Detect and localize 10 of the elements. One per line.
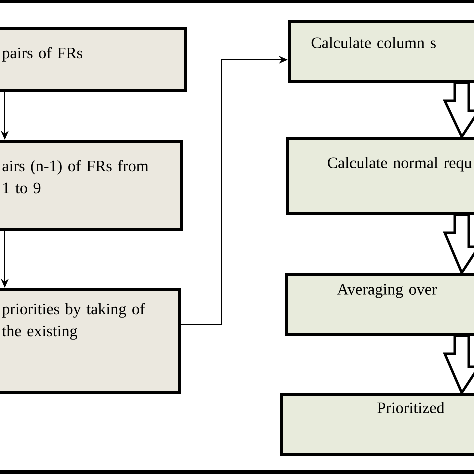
process-box: airs (n-1) of FRs from 1 to 9 [0, 140, 183, 231]
process-box: Averaging over [285, 273, 474, 336]
block-arrow [443, 82, 474, 140]
process-box: priorities by taking of the existing [0, 288, 181, 394]
block-arrow [443, 214, 474, 276]
process-box: pairs of FRs [0, 27, 187, 92]
process-box: Calculate column s [288, 20, 474, 83]
process-box: Prioritized [280, 393, 474, 456]
block-arrow [443, 334, 474, 396]
process-box: Calculate normal requ [286, 137, 474, 215]
